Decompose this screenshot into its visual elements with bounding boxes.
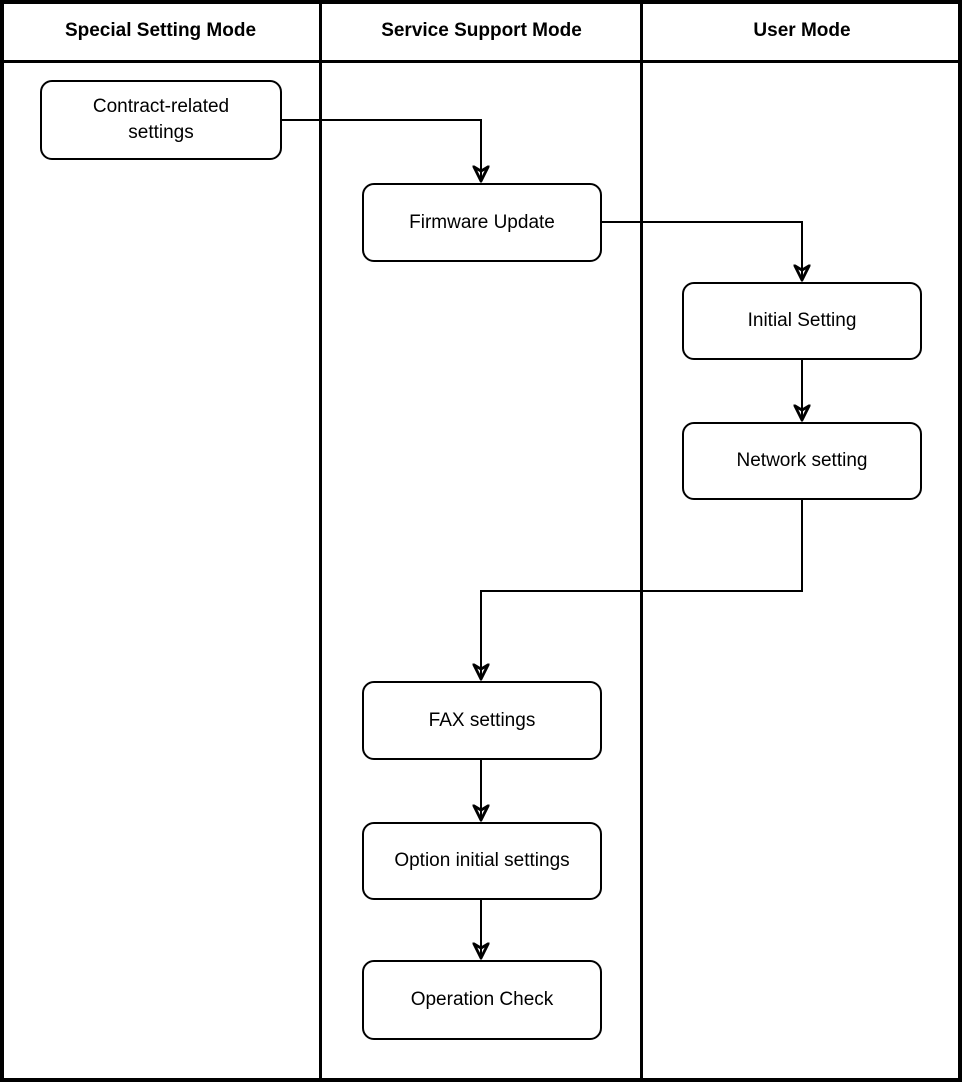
node-contract-related-settings: Contract-related settings — [40, 80, 282, 160]
node-initial-setting: Initial Setting — [682, 282, 922, 360]
node-network-setting: Network setting — [682, 422, 922, 500]
node-firmware-update: Firmware Update — [362, 183, 602, 262]
node-option-initial-settings: Option initial settings — [362, 822, 602, 900]
lane-header-user-mode: User Mode — [753, 20, 851, 41]
edge-firmware-to-initial — [602, 221, 802, 280]
lane-divider-1 — [319, 0, 322, 1082]
node-fax-settings: FAX settings — [362, 681, 602, 760]
edge-contract-to-firmware — [282, 119, 481, 181]
header-separator-line — [0, 60, 962, 63]
node-operation-check: Operation Check — [362, 960, 602, 1040]
lane-header-special-setting-mode: Special Setting Mode — [64, 20, 257, 41]
edge-network-to-fax — [481, 500, 803, 679]
lane-divider-2 — [640, 0, 643, 1082]
lane-header-service-support-mode: Service Support Mode — [381, 20, 582, 41]
